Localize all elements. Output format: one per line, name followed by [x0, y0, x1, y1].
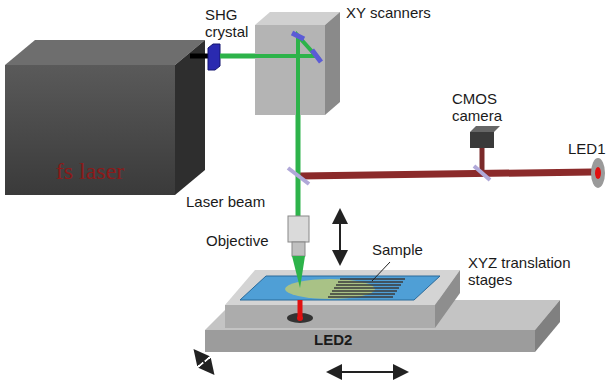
scanner-top — [255, 12, 340, 25]
green-beam-down — [296, 115, 301, 216]
leader-line — [372, 262, 390, 281]
stage-base-side — [535, 300, 560, 352]
stage-base-front — [205, 330, 535, 352]
stage-side — [435, 270, 460, 328]
scanner-mirror — [292, 33, 304, 39]
focus-arrow — [339, 212, 341, 262]
beam-splitter — [474, 166, 490, 180]
part-label: XY scanners — [346, 4, 431, 21]
camera-body — [470, 132, 494, 148]
scanner-beam — [255, 36, 316, 115]
part-label: LED2 — [314, 331, 352, 348]
dichroic-mirror — [288, 168, 309, 184]
part-label: Sample — [372, 241, 423, 258]
objective-tip — [292, 242, 305, 256]
laser-top — [5, 40, 205, 65]
grating-lines — [328, 279, 405, 297]
y-arrow — [196, 352, 212, 372]
stage-top — [225, 270, 460, 305]
objective — [288, 216, 309, 242]
laser-side — [175, 40, 205, 195]
stage-front — [225, 305, 435, 328]
scanner-side — [325, 12, 340, 115]
part-label: LED1 — [568, 140, 606, 157]
shg-crystal — [208, 44, 220, 70]
led2 — [297, 315, 303, 321]
part-name: fs laser — [56, 158, 125, 195]
part-label: SHG crystal — [205, 6, 265, 40]
scanner-mirror — [312, 50, 321, 62]
part-label: CMOS camera — [452, 90, 522, 124]
laser-box: fs laser — [5, 65, 175, 195]
led2-light — [298, 300, 303, 316]
x-arrow — [330, 371, 405, 373]
part-label: XYZ translation stages — [468, 254, 608, 288]
illumination-beam — [300, 172, 592, 176]
camera-beam — [480, 148, 485, 170]
scanner-front — [255, 25, 325, 115]
part-label: Objective — [206, 232, 269, 249]
ir-beam — [190, 54, 209, 59]
led1 — [595, 167, 601, 179]
led1-mount — [591, 158, 605, 188]
sample — [240, 276, 440, 300]
part-label: Laser beam — [186, 193, 265, 210]
camera-top — [470, 126, 500, 132]
focus-cone — [292, 256, 305, 288]
